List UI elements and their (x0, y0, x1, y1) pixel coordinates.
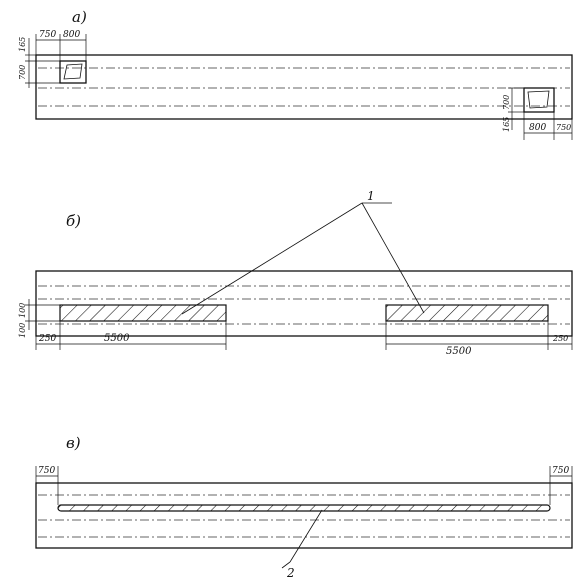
dim-a-right-offset: 750 (556, 123, 571, 132)
dim-b-right-offset: 250 (552, 334, 568, 343)
callout-2-label: 2 (286, 566, 295, 580)
opening-right-inner (527, 90, 550, 109)
callout-2-hook (281, 561, 291, 569)
panel-a-label: а) (72, 8, 87, 26)
dim-a-right-width: 800 (529, 123, 546, 133)
panel-b-label: б) (66, 212, 81, 230)
beam-b (35, 270, 573, 337)
dim-b-top: 100 (18, 303, 27, 318)
callout-1-leader-left (181, 202, 363, 315)
panel-c-label: в) (66, 434, 81, 452)
panel-a: а) 750 800 165 700 700 165 (18, 8, 573, 140)
dim-b-left-offset: 250 (38, 334, 56, 344)
dim-a-left-depth: 700 (18, 65, 27, 80)
dim-a-right-bottom: 165 (502, 117, 511, 132)
panel-b: б) 1 100 100 250 5500 5500 250 (18, 189, 573, 357)
beam-c (35, 482, 573, 549)
callout-1-label: 1 (367, 189, 375, 203)
opening-left-inner (63, 63, 83, 80)
dim-a-left-offset: 750 (39, 30, 56, 40)
callout-2-leader (289, 509, 323, 563)
opening-right (523, 87, 555, 113)
hatched-zone-left (59, 304, 227, 322)
opening-left (59, 60, 87, 84)
dim-b-right-length: 5500 (446, 346, 472, 357)
dim-c-left-offset: 750 (38, 466, 55, 476)
hatched-strip (57, 504, 551, 512)
panel-c: в) 2 750 750 (35, 434, 573, 580)
dim-b-left-length: 5500 (104, 333, 130, 344)
dim-c-right-offset: 750 (552, 466, 569, 476)
dim-a-left-width: 800 (63, 30, 80, 40)
dim-a-left-top: 165 (18, 37, 27, 52)
beam-a (35, 54, 573, 120)
dim-a-right-depth: 700 (502, 95, 511, 110)
callout-1-leader-right (361, 202, 425, 314)
hatched-zone-right (385, 304, 549, 322)
dim-b-depth: 100 (18, 323, 27, 338)
